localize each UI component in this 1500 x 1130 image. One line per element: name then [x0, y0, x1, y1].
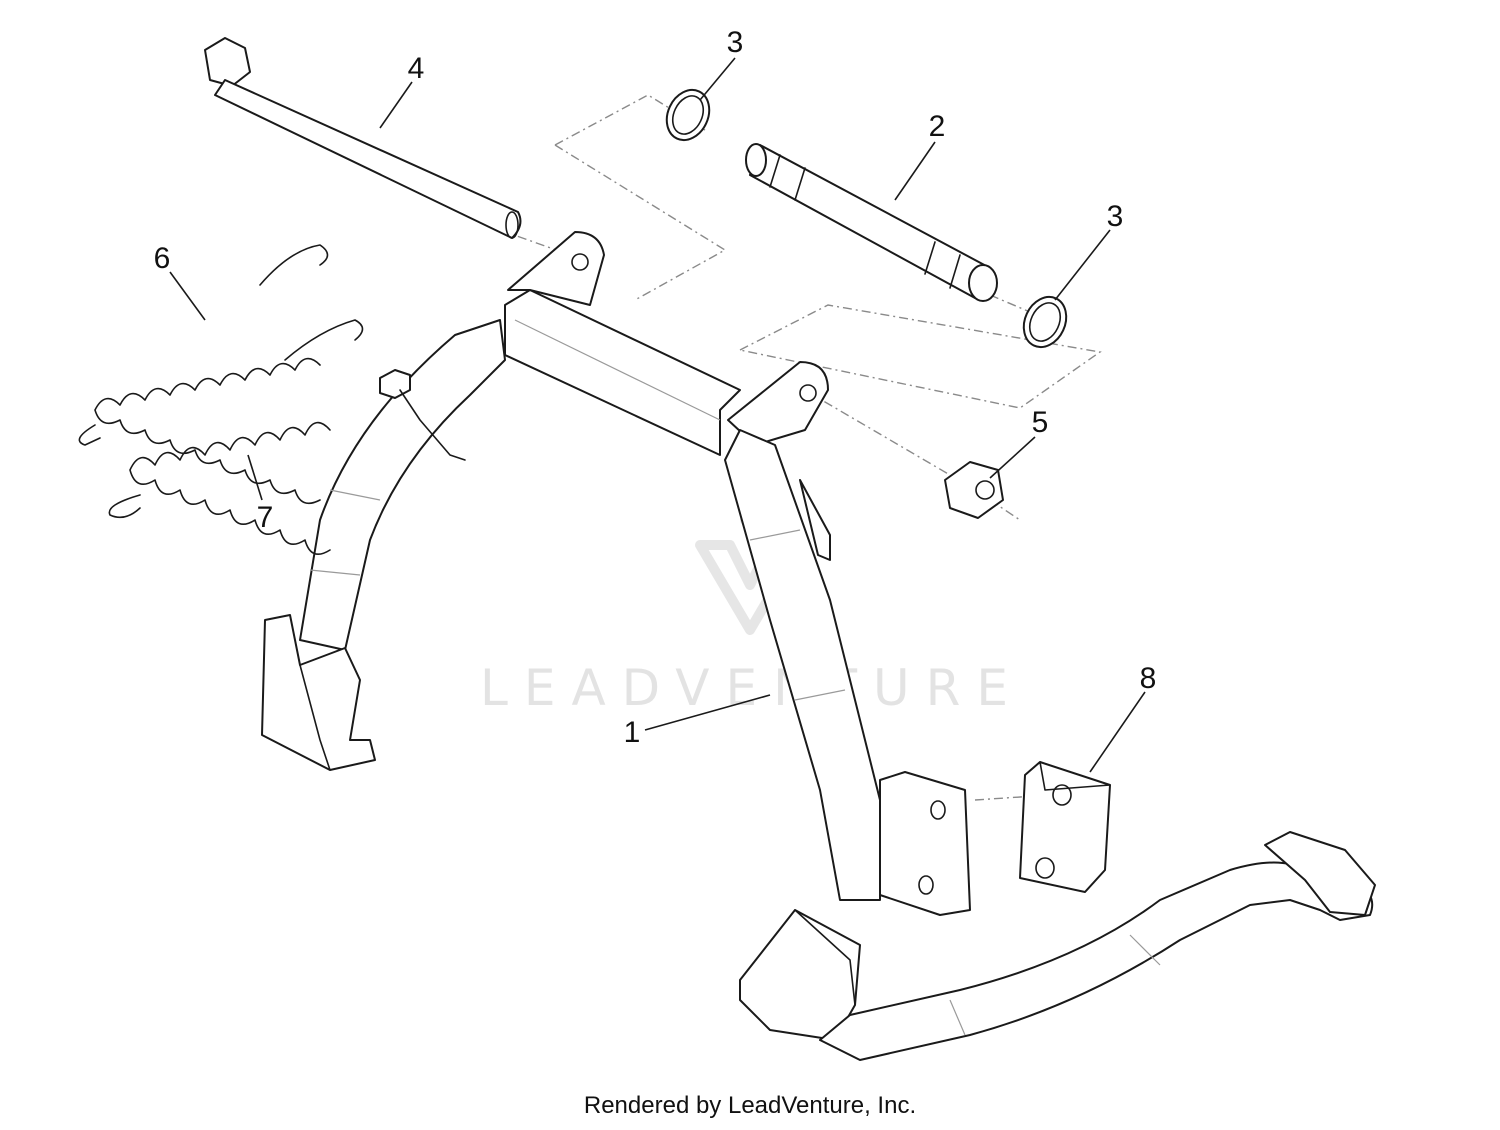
rubber-pad[interactable] — [1019, 761, 1111, 893]
callout-1: 1 — [624, 716, 641, 749]
callout-5: 5 — [1032, 406, 1049, 439]
callout-3-top: 3 — [727, 26, 744, 59]
callout-4: 4 — [408, 52, 425, 85]
pivot-bolt[interactable] — [204, 37, 522, 239]
callout-3-bottom: 3 — [1107, 200, 1124, 233]
callouts: 1 2 3 3 4 5 6 7 8 — [154, 26, 1157, 749]
center-stand[interactable] — [261, 231, 1376, 1061]
callout-8: 8 — [1140, 662, 1157, 695]
callout-7: 7 — [257, 501, 274, 534]
watermark-text: LEADVENTURE — [480, 659, 1024, 717]
bushing-sleeve[interactable] — [745, 143, 998, 302]
washer-bottom[interactable] — [1016, 290, 1074, 354]
spring-upper[interactable] — [78, 244, 329, 505]
spring-lower[interactable] — [108, 319, 364, 556]
callout-6: 6 — [154, 242, 171, 275]
footer-credit: Rendered by LeadVenture, Inc. — [583, 1092, 917, 1119]
leader-lines — [169, 57, 1146, 773]
callout-2: 2 — [929, 110, 946, 143]
washer-top[interactable] — [659, 83, 717, 147]
nut[interactable] — [944, 461, 1004, 519]
